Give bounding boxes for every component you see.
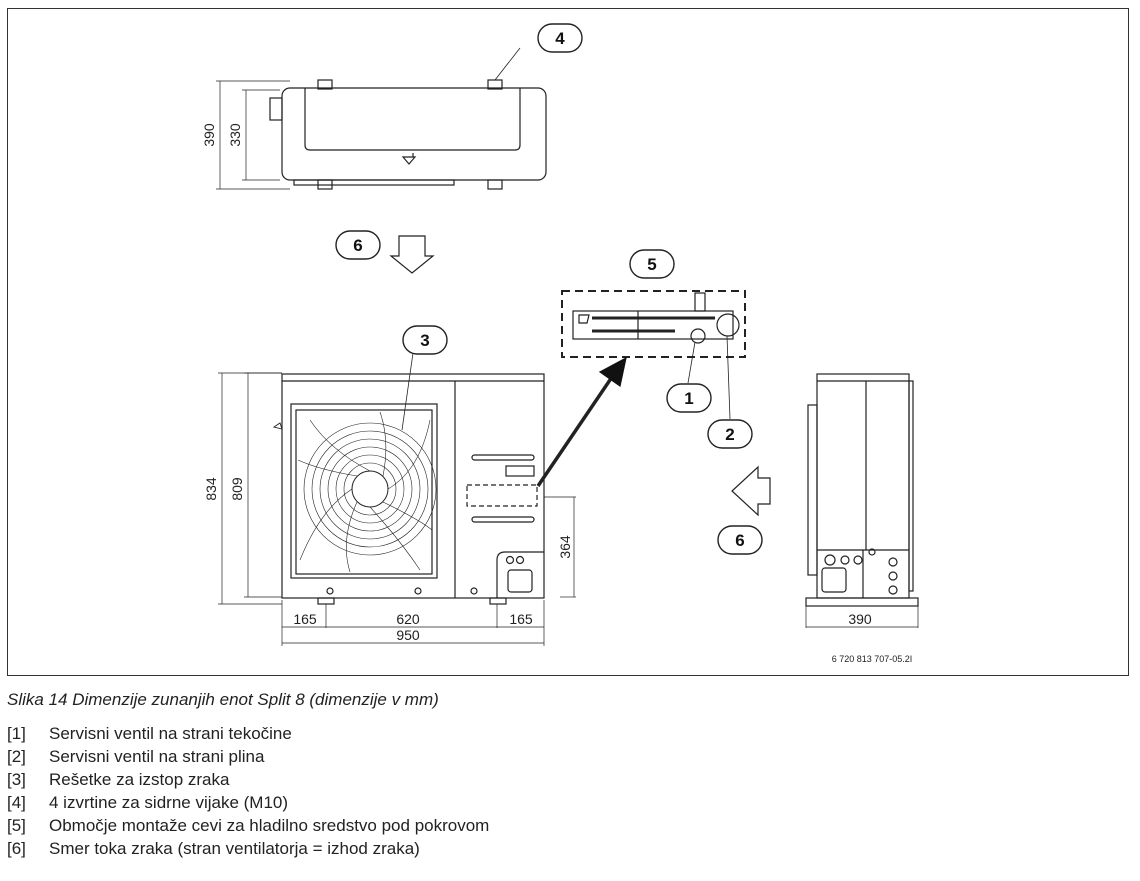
callout-label-5: 5: [647, 255, 656, 274]
legend-key: [6]: [7, 839, 26, 858]
airflow-down-arrow-icon: [389, 235, 435, 274]
top-view-panel: [304, 88, 521, 151]
anchor-hole: [487, 179, 503, 190]
legend-key: [2]: [7, 747, 26, 766]
legend-item: [3] Rešetke za izstop zraka: [7, 768, 489, 791]
callout-4: [537, 23, 583, 53]
legend-text: Rešetke za izstop zraka: [49, 770, 230, 789]
dim-label-330: 330: [227, 123, 243, 147]
pipe-area-detail: [561, 290, 746, 358]
dim-label-165-left: 165: [293, 611, 317, 627]
leader-4: [494, 47, 521, 81]
valve-assembly: [572, 292, 740, 344]
airflow-left-arrow-icon: [731, 465, 771, 517]
leader-1: [687, 341, 696, 384]
front-view: [272, 373, 545, 605]
legend-text: Območje montaže cevi za hladilno sredstv…: [49, 816, 490, 835]
callout-3: [402, 325, 448, 355]
figure-frame: [7, 8, 1129, 676]
detail-pointer-arrow: [536, 376, 614, 487]
legend-item: [1] Servisni ventil na strani tekočine: [7, 722, 489, 745]
legend-key: [4]: [7, 793, 26, 812]
callout-5: [629, 249, 675, 279]
side-dimension-lines: [805, 606, 919, 628]
callout-6-top: [335, 230, 381, 260]
pipe-area-marker: [466, 484, 538, 507]
callout-label-2: 2: [725, 425, 734, 444]
top-view-base: [293, 179, 455, 186]
dim-label-165-right: 165: [509, 611, 533, 627]
anchor-hole: [317, 79, 333, 90]
callout-label-3: 3: [420, 331, 429, 350]
legend-item: [6] Smer toka zraka (stran ventilatorja =…: [7, 837, 489, 860]
legend-item: [4] 4 izvrtine za sidrne vijake (M10): [7, 791, 489, 814]
legend-key: [5]: [7, 816, 26, 835]
dim-label-390-top: 390: [201, 123, 217, 147]
dim-label-834: 834: [203, 477, 219, 501]
legend-item: [5] Območje montaže cevi za hladilno sred…: [7, 814, 489, 837]
figure-caption: Slika 14 Dimenzije zunanjih enot Split 8…: [7, 690, 439, 709]
legend-item: [2] Servisni ventil na strani plina: [7, 745, 489, 768]
legend-text: Servisni ventil na strani tekočine: [49, 724, 292, 743]
top-view-body: [281, 87, 547, 181]
legend-list: [1] Servisni ventil na strani tekočine [2…: [7, 722, 489, 860]
callout-label-6-side: 6: [735, 531, 744, 550]
callout-label-4: 4: [555, 29, 565, 48]
fan-grille: [290, 403, 438, 579]
drawing-code: 6 720 813 707-05.2I: [832, 654, 913, 664]
callout-1: [666, 383, 712, 413]
legend-text: Servisni ventil na strani plina: [49, 747, 265, 766]
callout-6-side: [717, 525, 763, 555]
top-view-handle: [269, 97, 283, 121]
dim-label-364: 364: [557, 535, 573, 559]
fan-grille-rings: [297, 411, 437, 573]
leader-3: [401, 352, 414, 431]
front-dimension-lines: [218, 372, 576, 646]
side-view: [805, 373, 919, 607]
gas-valve: [716, 313, 740, 337]
top-view: [216, 47, 547, 190]
callout-label-6-top: 6: [353, 236, 362, 255]
dim-label-620: 620: [396, 611, 420, 627]
dim-label-390-side: 390: [848, 611, 872, 627]
technical-drawing: 4 6 5 3 1 2 6 390 330 834 809 364 165 62…: [201, 23, 919, 664]
leader-2: [726, 335, 731, 420]
legend-key: [3]: [7, 770, 26, 789]
airflow-small-arrow-icon: [401, 153, 417, 165]
dim-label-950: 950: [396, 627, 420, 643]
callout-2: [707, 419, 753, 449]
pointer-arrowhead-icon: [598, 356, 627, 388]
legend-text: 4 izvrtine za sidrne vijake (M10): [49, 793, 289, 812]
callout-label-1: 1: [684, 389, 693, 408]
front-view-body: [281, 373, 545, 599]
dim-label-809: 809: [229, 477, 245, 501]
liquid-valve: [690, 328, 706, 344]
legend-key: [1]: [7, 724, 26, 743]
legend-text: Smer toka zraka (stran ventilatorja = iz…: [49, 839, 420, 858]
